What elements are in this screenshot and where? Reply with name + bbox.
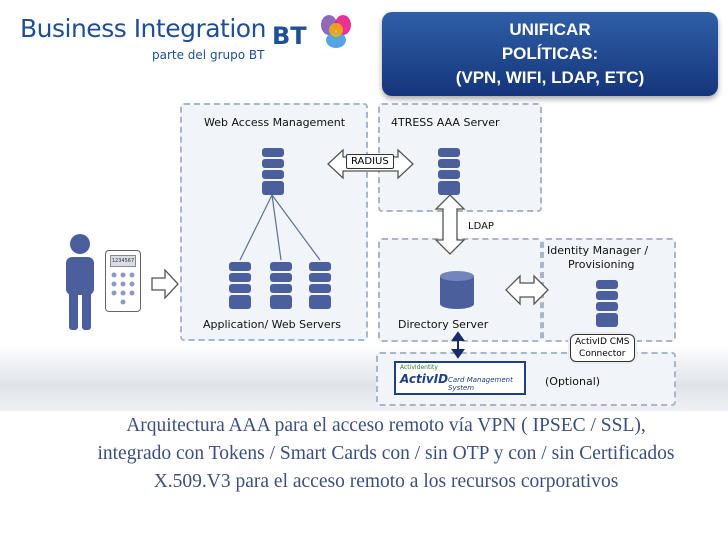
web-access-title: Web Access Management: [204, 116, 346, 129]
identity-arrow: [505, 274, 549, 306]
token-keypad: [111, 272, 135, 305]
app-server-icon-1: [229, 262, 251, 311]
link-wam-app2: [271, 194, 282, 261]
directory-title: Directory Server: [398, 318, 489, 331]
identity-server-icon: [596, 280, 618, 329]
link-wam-app3: [271, 194, 321, 261]
app-servers-title: Application/ Web Servers: [203, 318, 341, 331]
activid-logo-text: ActivID: [400, 372, 449, 386]
bt-logo-text: BT: [272, 22, 307, 50]
link-wam-app1: [239, 194, 273, 261]
banner-line-3: (VPN, WIFI, LDAP, ETC): [455, 68, 645, 87]
activid-logo-box: ActivIdentity ActivID Card Management Sy…: [394, 361, 526, 395]
wam-server-icon: [262, 148, 284, 197]
bt-globe-logo: [318, 14, 354, 50]
database-icon: [440, 271, 474, 309]
unify-policies-banner: UNIFICAR POLÍTICAS: (VPN, WIFI, LDAP, ET…: [382, 12, 718, 96]
token-device-icon: 1234567: [105, 250, 141, 312]
banner-line-2: POLÍTICAS:: [501, 44, 599, 63]
token-screen: 1234567: [110, 255, 136, 267]
activid-cms-connector: ActivID CMS Connector: [570, 334, 635, 362]
identity-title-line2: Provisioning: [568, 258, 635, 271]
ldap-label: LDAP: [468, 221, 494, 232]
caption-text: Arquitectura AAA para el acceso remoto v…: [97, 415, 675, 492]
user-icon: [66, 234, 94, 330]
optional-label: (Optional): [545, 375, 601, 388]
radius-label: RADIUS: [346, 154, 394, 169]
activid-small-text: ActivIdentity: [400, 364, 438, 371]
activid-cms-line2: Connector: [579, 349, 626, 359]
aaa-server-icon: [438, 148, 460, 197]
optional-link-arrow: [451, 331, 465, 359]
activid-cms-line1: ActivID CMS: [575, 337, 630, 347]
identity-title-line1: Identity Manager /: [547, 244, 649, 257]
banner-line-1: UNIFICAR: [509, 20, 591, 39]
activid-logo-sub: Card Management System: [448, 376, 513, 392]
aaa-server-title: 4TRESS AAA Server: [391, 116, 500, 129]
app-server-icon-2: [270, 262, 292, 311]
brand-name: Business Integration: [20, 14, 266, 43]
user-arrow: [151, 268, 179, 300]
app-server-icon-3: [309, 262, 331, 311]
ldap-arrow: [434, 194, 466, 255]
brand-subtitle: parte del grupo BT: [152, 48, 265, 62]
